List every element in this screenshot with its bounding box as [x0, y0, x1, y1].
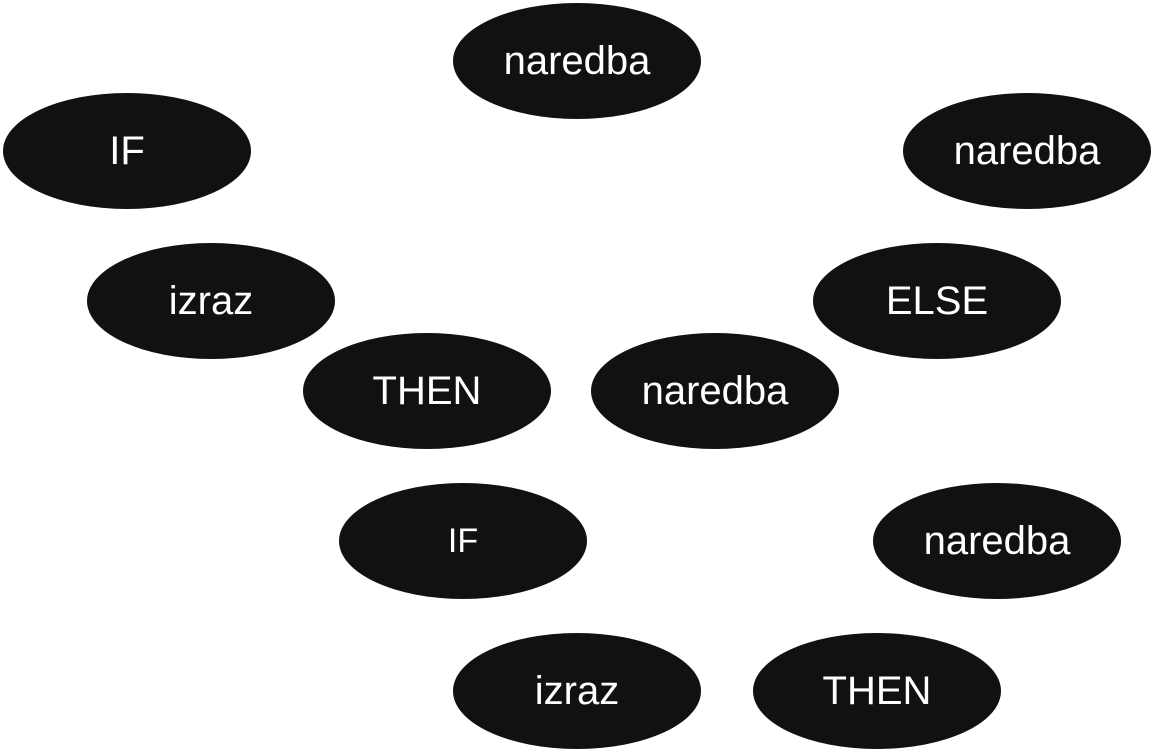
node-naredba-middle[interactable]: naredba	[591, 333, 839, 449]
node-label: THEN	[822, 669, 932, 713]
node-naredba-right[interactable]: naredba	[903, 93, 1151, 209]
node-label: izraz	[168, 279, 254, 323]
node-if-inner[interactable]: IF	[339, 483, 587, 599]
node-izraz[interactable]: izraz	[87, 243, 335, 359]
node-then[interactable]: THEN	[303, 333, 551, 449]
node-naredba-root[interactable]: naredba	[453, 3, 701, 119]
node-label: naredba	[503, 39, 651, 83]
node-label: THEN	[372, 369, 482, 413]
node-then-inner[interactable]: THEN	[753, 633, 1001, 749]
node-izraz-inner[interactable]: izraz	[453, 633, 701, 749]
node-label: ELSE	[885, 279, 989, 323]
node-label: IF	[447, 522, 479, 560]
node-label: naredba	[953, 129, 1101, 173]
node-label: naredba	[923, 519, 1071, 563]
node-else[interactable]: ELSE	[813, 243, 1061, 359]
node-label: IF	[109, 129, 145, 173]
node-label: izraz	[534, 669, 620, 713]
node-if[interactable]: IF	[3, 93, 251, 209]
node-naredba-lower[interactable]: naredba	[873, 483, 1121, 599]
node-label: naredba	[641, 369, 789, 413]
